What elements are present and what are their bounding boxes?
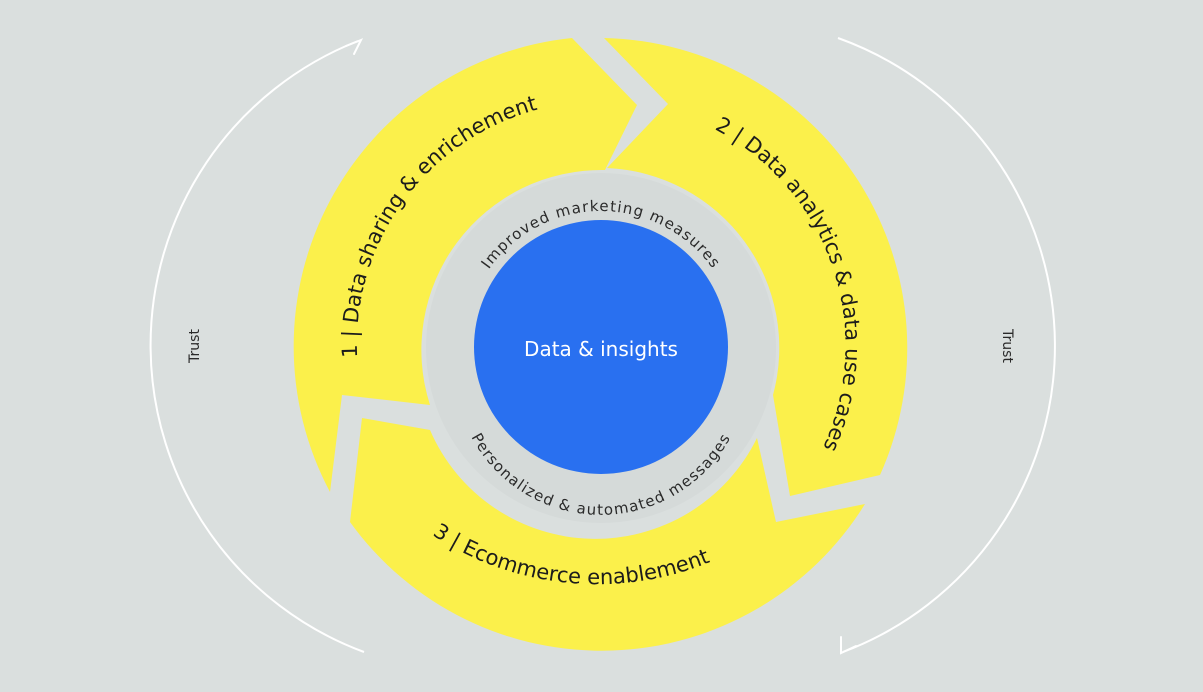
trust-arrow-right-icon — [840, 636, 857, 655]
trust-label-left: Trust — [187, 329, 203, 364]
segment-data-sharing — [293, 38, 637, 492]
trust-label-right: Trust — [999, 328, 1015, 363]
trust-arc-left — [149, 40, 365, 653]
segment-data-analytics — [604, 38, 908, 496]
core-label: Data & insights — [524, 337, 678, 361]
trust-arrow-left-icon — [345, 38, 364, 55]
trust-arc-right — [837, 37, 1056, 653]
core-circle — [474, 220, 728, 474]
segment-ecommerce — [350, 418, 865, 651]
